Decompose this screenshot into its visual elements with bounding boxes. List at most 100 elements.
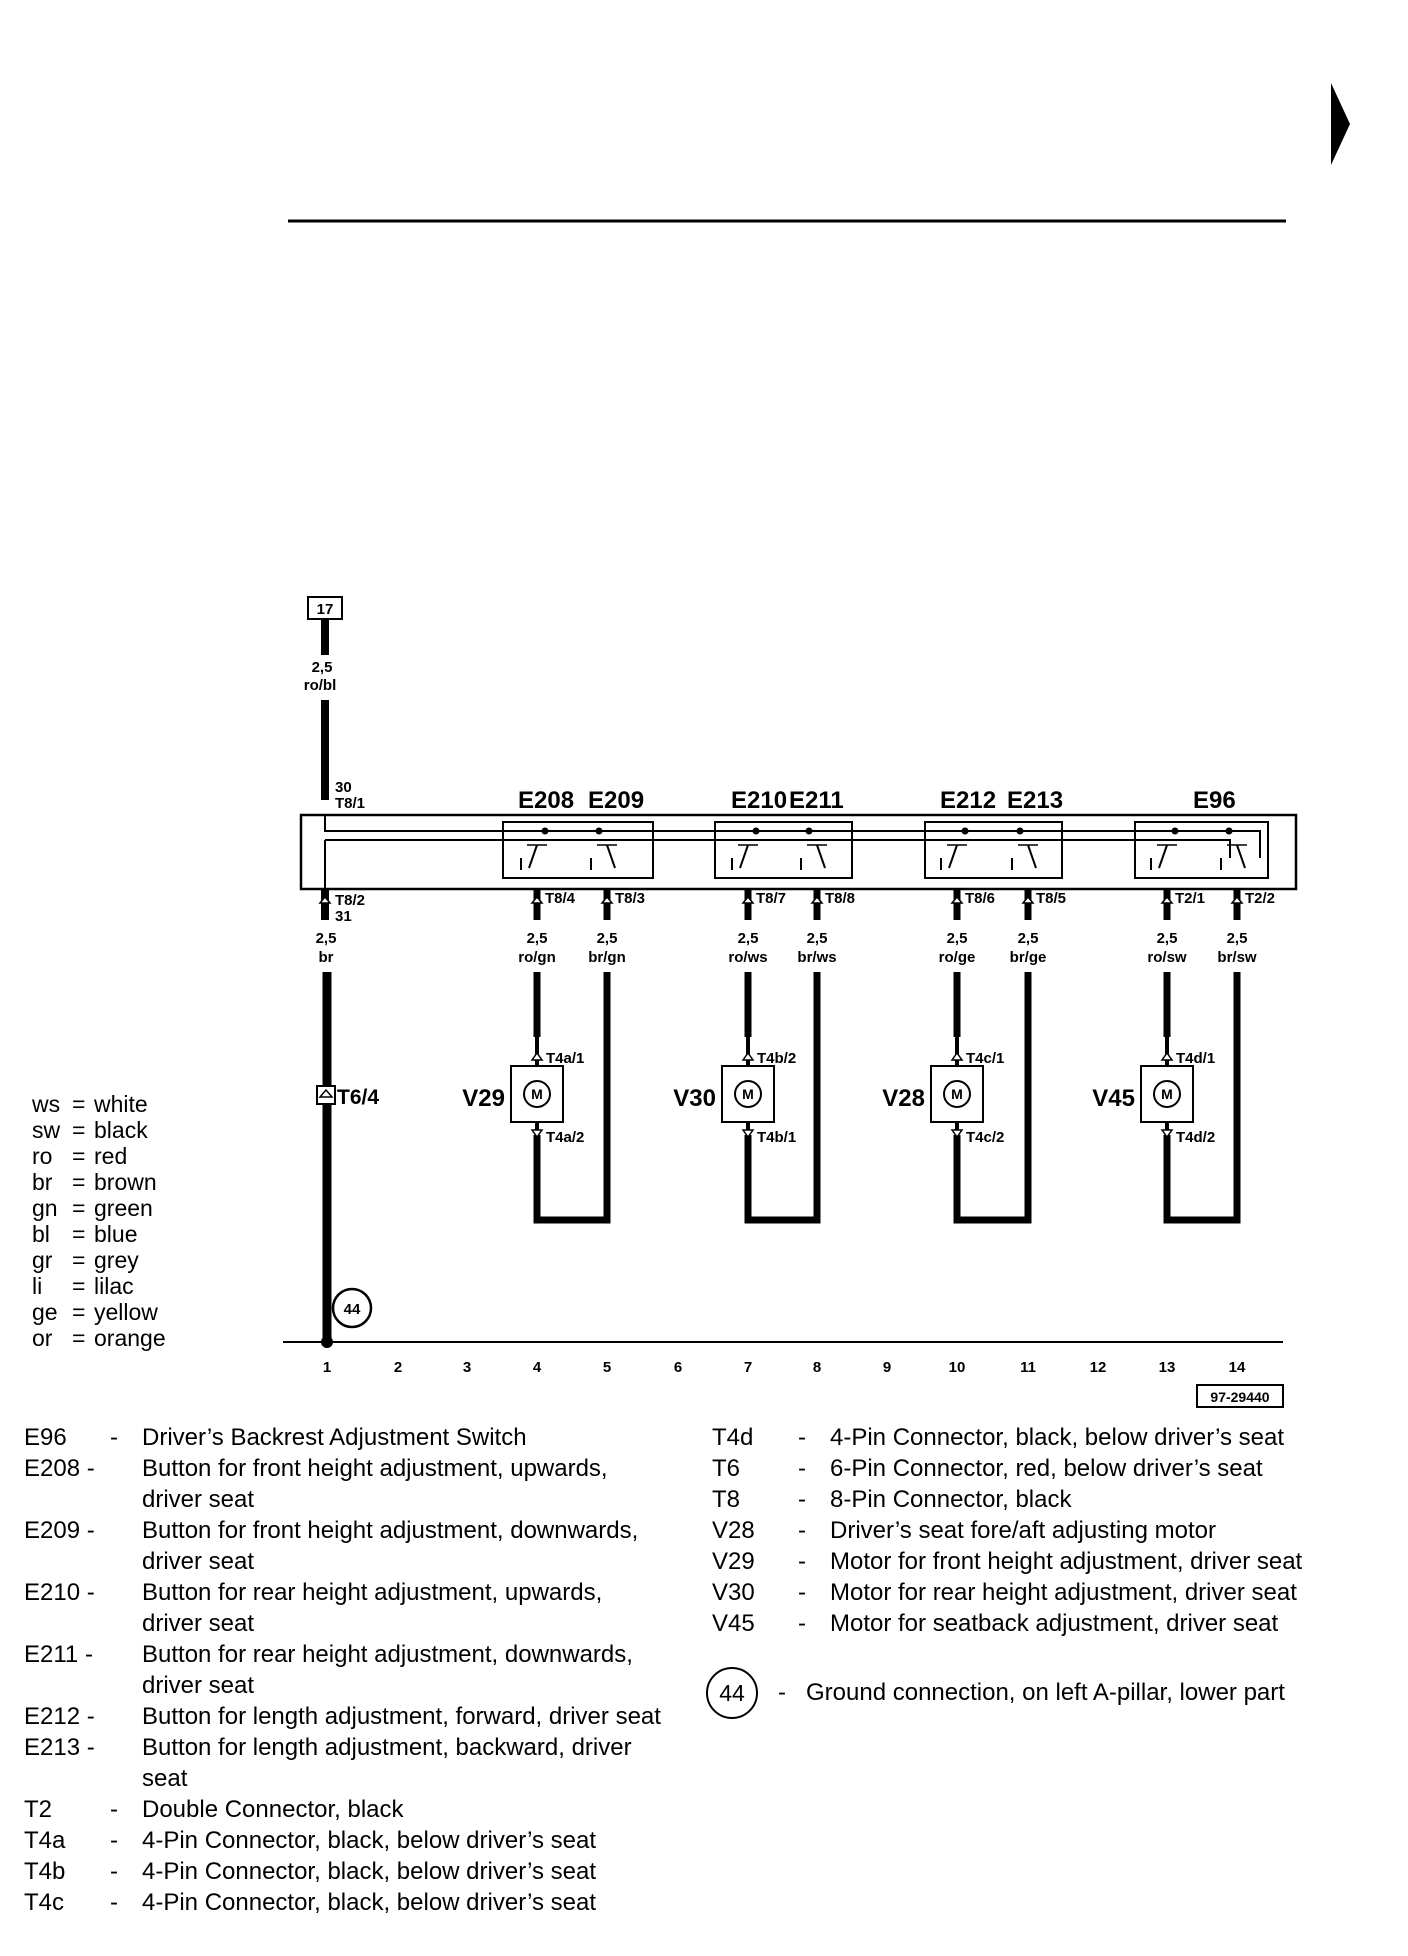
switch-label-e208: E208 <box>518 787 574 814</box>
color-key-row: or=orange <box>32 1325 166 1351</box>
legend-desc: 4-Pin Connector, black, below driver’s s… <box>830 1424 1285 1451</box>
track-number: 9 <box>883 1359 891 1376</box>
legend-desc: 8-Pin Connector, black <box>830 1486 1072 1513</box>
switch-contact-dot <box>961 827 969 835</box>
legend-dash <box>110 1453 142 1515</box>
color-code: li <box>32 1273 43 1299</box>
pin-marker <box>530 1129 544 1139</box>
t8-1-label: T8/1 <box>335 795 365 812</box>
legend-code: T4b <box>24 1858 66 1885</box>
color-code: gn <box>32 1195 58 1221</box>
track-number: 11 <box>1020 1359 1036 1376</box>
legend-code: E212 - <box>24 1703 95 1730</box>
pin-marker <box>1160 1051 1174 1061</box>
legend-item: T6-6-Pin Connector, red, below driver’s … <box>712 1453 1352 1484</box>
track-number: 3 <box>463 1359 471 1376</box>
switch-label-e212: E212 <box>940 787 996 814</box>
legend-item: T2-Double Connector, black <box>24 1794 664 1825</box>
switch-contact-dot <box>752 827 760 835</box>
legend-code: E211 - <box>24 1641 93 1668</box>
pin-label: T8/6 <box>965 890 995 907</box>
wire-color: br/gn <box>588 949 626 966</box>
track-number: 2 <box>394 1359 402 1376</box>
legend-item: V30-Motor for rear height adjustment, dr… <box>712 1577 1352 1608</box>
motor-label: V28 <box>882 1085 925 1112</box>
ground-ref-circle <box>331 1287 373 1329</box>
legend-item: V45-Motor for seatback adjustment, drive… <box>712 1608 1352 1639</box>
motor-icon <box>943 1080 971 1108</box>
wire-size: 2,5 <box>807 930 828 947</box>
t8-2-label: T8/2 <box>335 892 365 909</box>
switch-lever <box>528 844 538 869</box>
ref-number: 97-29440 <box>1210 1389 1269 1405</box>
wire-color: ro/sw <box>1147 949 1187 966</box>
track-number: 5 <box>603 1359 611 1376</box>
legend-item: T4b-4-Pin Connector, black, below driver… <box>24 1856 664 1887</box>
legend-desc: Driver’s seat fore/aft adjusting motor <box>830 1517 1216 1544</box>
wire-loop <box>1163 972 1241 1224</box>
switch-contact-dot <box>805 827 813 835</box>
legend-item: E210 - Button for rear height adjustment,… <box>24 1577 664 1639</box>
legend-dash <box>110 1577 142 1639</box>
pin-31-label: 31 <box>335 908 352 925</box>
motor-pin-top: T4a/1 <box>546 1050 584 1067</box>
switch-contact-dot <box>1171 827 1179 835</box>
legend-desc: Button for rear height adjustment, upwar… <box>142 1579 603 1637</box>
legend-code: E213 - <box>24 1734 95 1761</box>
legend-item: T4c-4-Pin Connector, black, below driver… <box>24 1887 664 1918</box>
switch-group-box <box>714 821 853 879</box>
color-name: orange <box>94 1325 166 1351</box>
legend-desc: Motor for seatback adjustment, driver se… <box>830 1610 1279 1637</box>
color-code: ws <box>32 1091 61 1117</box>
legend-desc: Double Connector, black <box>142 1796 404 1823</box>
legend-code: V30 <box>712 1579 755 1606</box>
ground-legend-item: 44 - Ground connection, on left A-pillar… <box>706 1667 1285 1719</box>
motor-label: V29 <box>462 1085 505 1112</box>
wire-gnd-color: br <box>319 949 334 966</box>
wire-size: 2,5 <box>947 930 968 947</box>
motor-pin-bottom: T4c/2 <box>966 1129 1004 1146</box>
switch-lever <box>1236 844 1246 869</box>
color-key-row: sw=black <box>32 1117 166 1143</box>
legend-dash: - <box>110 1858 118 1885</box>
pin-label: T8/5 <box>1036 890 1066 907</box>
motor-label: V45 <box>1092 1085 1135 1112</box>
pin-label: T8/8 <box>825 890 855 907</box>
switch-lever <box>739 844 749 869</box>
legend-item: V29-Motor for front height adjustment, d… <box>712 1546 1352 1577</box>
switch-contact-dot <box>1225 827 1233 835</box>
equals-sign: = <box>72 1221 86 1247</box>
pin-marker <box>530 895 544 904</box>
legend-item: E208 -Button for front height adjustment… <box>24 1453 664 1515</box>
switch-label-e210: E210 <box>731 787 787 814</box>
legend-desc: Button for rear height adjustment, downw… <box>142 1641 633 1699</box>
legend-code: T4a <box>24 1827 66 1854</box>
equals-sign: = <box>72 1117 86 1143</box>
pin-30-label: 30 <box>335 779 352 796</box>
motor-label: V30 <box>673 1085 716 1112</box>
switch-label-e209: E209 <box>588 787 644 814</box>
legend-desc: Button for length adjustment, backward, … <box>142 1734 632 1792</box>
legend-code: T4c <box>24 1889 65 1916</box>
track-number: 12 <box>1090 1359 1107 1376</box>
legend-code: E210 - <box>24 1579 95 1606</box>
next-page-arrow-icon[interactable] <box>1331 83 1350 165</box>
legend-code: V45 <box>712 1610 755 1637</box>
legend-item: T8-8-Pin Connector, black <box>712 1484 1352 1515</box>
equals-sign: = <box>72 1195 86 1221</box>
wire-size: 2,5 <box>1227 930 1248 947</box>
equals-sign: = <box>72 1299 86 1325</box>
wire-size: 2,5 <box>1157 930 1178 947</box>
legend-dash <box>110 1701 142 1732</box>
pin-marker <box>1160 1129 1174 1139</box>
component-legend-left: E96-Driver’s Backrest Adjustment Switch … <box>24 1422 664 1918</box>
legend-code: T8 <box>712 1486 741 1513</box>
ground-legend-desc: Ground connection, on left A-pillar, low… <box>806 1679 1285 1706</box>
legend-desc: 6-Pin Connector, red, below driver’s sea… <box>830 1455 1263 1482</box>
color-key-row: ro=red <box>32 1143 166 1169</box>
legend-code: E96 <box>24 1424 67 1451</box>
pin-marker <box>1021 895 1035 904</box>
motor-symbol: M <box>951 1086 963 1102</box>
